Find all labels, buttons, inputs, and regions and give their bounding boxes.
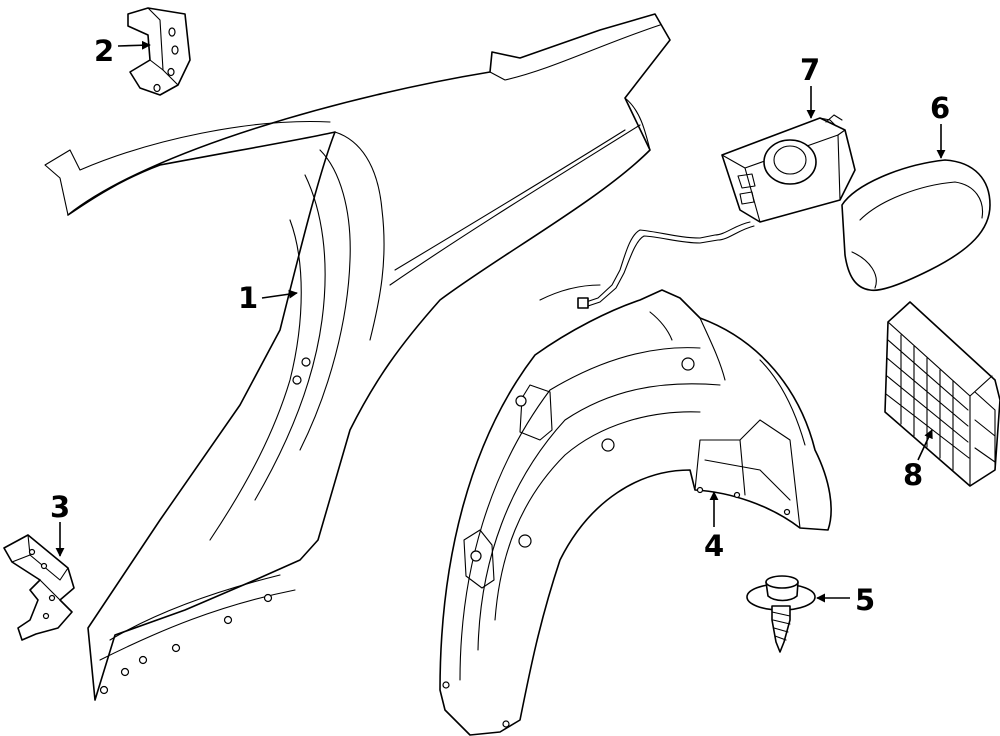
callout-5: 5: [816, 583, 875, 617]
quarter-panel-part-1: [44, 13, 671, 701]
svg-text:2: 2: [94, 34, 114, 68]
callout-8: 8: [903, 429, 933, 492]
svg-text:6: 6: [930, 91, 950, 125]
callout-2: 2: [94, 34, 151, 68]
svg-text:7: 7: [800, 53, 820, 87]
bracket-part-2: [127, 7, 191, 96]
callout-6: 6: [930, 91, 950, 159]
svg-text:4: 4: [704, 529, 724, 563]
fuel-filler-housing-part-7: [577, 114, 856, 309]
svg-text:8: 8: [903, 458, 923, 492]
svg-text:3: 3: [50, 490, 70, 524]
svg-text:5: 5: [855, 583, 875, 617]
callout-1: 1: [238, 281, 298, 315]
bracket-part-3: [3, 534, 75, 641]
wheelhouse-liner-part-4: [439, 289, 832, 736]
callout-7: 7: [800, 53, 820, 119]
vent-grille-part-8: [884, 301, 1000, 487]
fuel-door-part-6: [841, 159, 991, 292]
callout-4: 4: [704, 491, 724, 563]
screw-part-5: [746, 575, 816, 653]
svg-text:1: 1: [238, 281, 258, 315]
callout-3: 3: [50, 490, 70, 557]
